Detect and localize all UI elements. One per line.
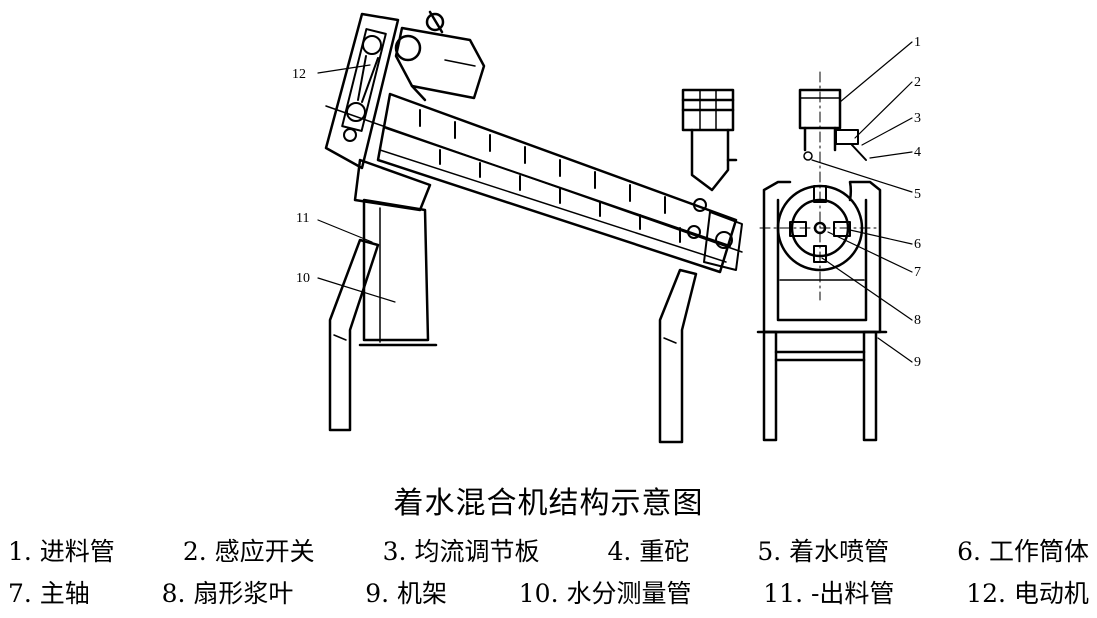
machine-diagram: 12 11 10 1 2 3 4 5 6 7 8 9 [292,10,921,444]
callout-1: 1 [914,35,921,50]
motor-frame [324,12,400,170]
right-leg [658,268,698,444]
main-shaft [325,105,743,253]
legend-item: 4. 重砣 [607,537,690,566]
side-view [317,10,743,444]
legend-item: 8. 扇形浆叶 [161,579,294,608]
callout-2: 2 [914,75,921,90]
callout-6: 6 [914,237,921,252]
feed-inlet [681,88,738,192]
machine-body [759,180,882,334]
frame [756,330,888,442]
callout-9: 9 [914,355,921,370]
legend-item: 11. -出料管 [763,579,895,608]
legend-item: 6. 工作筒体 [957,537,1089,566]
legend-item: 2. 感应开关 [182,537,315,566]
legend-item: 7. 主轴 [8,579,90,608]
legend-item: 9. 机架 [365,579,447,608]
outlet-chute [353,158,438,347]
working-barrel [376,92,743,274]
callout-8: 8 [914,313,921,328]
legend-item: 3. 均流调节板 [382,537,540,566]
callout-10: 10 [296,271,310,286]
legend-item: 12. 电动机 [966,579,1089,608]
callout-5: 5 [914,187,921,202]
legend-item: 5. 着水喷管 [757,537,890,566]
diagram-title: 着水混合机结构示意图 [393,486,704,521]
left-leg [328,238,380,432]
legend-row: 1. 进料管 2. 感应开关 3. 均流调节板 4. 重砣 5. 着水喷管 6.… [8,532,1089,568]
electric-motor [394,10,486,102]
callout-12: 12 [292,67,306,82]
legend-item: 1. 进料管 [8,537,115,566]
legend-item: 10. 水分测量管 [518,579,692,608]
callout-11: 11 [296,211,309,226]
legend-row: 7. 主轴 8. 扇形浆叶 9. 机架 10. 水分测量管 11. -出料管 1… [8,574,1089,610]
drive-pulley [341,28,387,142]
callout-7: 7 [914,265,921,280]
callout-3: 3 [914,111,921,126]
callout-4: 4 [914,145,921,160]
front-view [756,41,913,442]
feed-pipe [798,88,867,161]
